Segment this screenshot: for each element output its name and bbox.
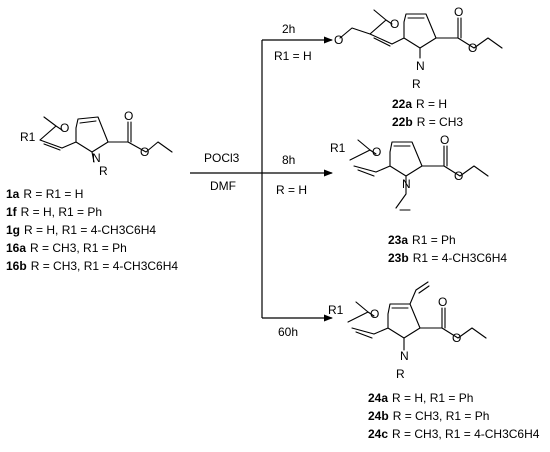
o-atom: O	[370, 307, 379, 321]
compound-desc: R = R1 = H	[23, 187, 83, 201]
compound-desc: R = H, R1 = Ph	[21, 205, 102, 219]
compound-id: 24b	[368, 409, 389, 423]
n-atom: N	[416, 59, 425, 73]
n-atom: N	[92, 151, 101, 165]
product-22-structure: O O O O N R	[334, 5, 503, 91]
o-atom: O	[140, 145, 149, 159]
compound-desc: R1 = 4-CH3C6H4	[413, 251, 508, 265]
o-atom: O	[438, 295, 447, 309]
branch-time-1: 2h	[282, 22, 295, 36]
compound-id: 23a	[388, 233, 408, 247]
compound-desc: R = H	[416, 97, 447, 111]
compound-id: 22a	[392, 97, 412, 111]
product-23-structure: O O O N R1	[330, 133, 489, 211]
svg-text:1gR = H, R1 = 4-CH3C6H4: 1g R = H, R1 = 4-CH3C6H4	[6, 223, 156, 237]
product-24-structure: O O O N R R1	[328, 281, 487, 381]
o-atom: O	[372, 145, 381, 159]
r-atom: R	[99, 164, 108, 178]
product-23-legend: 23a R1 = Ph 23b R1 = 4-CH3C6H4	[388, 233, 507, 265]
svg-text:1fR = H, R1 = Ph: 1fR = H, R1 = Ph	[6, 205, 102, 219]
compound-id: 1f	[6, 205, 18, 219]
n-atom: N	[402, 177, 411, 191]
o-atom: O	[440, 133, 449, 147]
n-atom: N	[400, 349, 409, 363]
compound-desc: R = H, R1 = 4-CH3C6H4	[24, 223, 156, 237]
r1-atom: R1	[328, 303, 344, 317]
compound-desc: R = CH3, R1 = 4-CH3C6H4	[392, 427, 540, 441]
r1-atom: R1	[330, 141, 346, 155]
reagent-above: POCl3	[204, 151, 240, 165]
compound-id: 1g	[6, 223, 20, 237]
compound-id: 16b	[6, 259, 27, 273]
o-atom: O	[60, 121, 69, 135]
o-atom: O	[454, 169, 463, 183]
starting-material-structure: O O O N R R1	[20, 109, 173, 178]
compound-desc: R1 = Ph	[412, 233, 456, 247]
branch-condition-2: R = H	[276, 183, 307, 197]
branch-time-2: 8h	[282, 153, 295, 167]
r-atom: R	[396, 367, 405, 381]
r-atom: R	[412, 77, 421, 91]
svg-text:1aR = R1 = H: 1aR = R1 = H	[6, 187, 83, 201]
compound-id: 24a	[368, 391, 388, 405]
branch-condition-1: R1 = H	[274, 49, 312, 63]
o-atom: O	[334, 33, 343, 47]
o-atom: O	[390, 17, 399, 31]
o-atom: O	[468, 41, 477, 55]
compound-desc: R = CH3, R1 = Ph	[393, 409, 490, 423]
compound-desc: R = CH3	[417, 115, 464, 129]
reagent-below: DMF	[210, 179, 236, 193]
r1-atom: R1	[20, 130, 36, 144]
reaction-arrows	[190, 36, 333, 322]
compound-id: 1a	[6, 187, 20, 201]
compound-id: 22b	[392, 115, 413, 129]
compound-desc: R = CH3, R1 = Ph	[30, 241, 127, 255]
branch-time-3: 60h	[278, 325, 298, 339]
product-24-legend: 24a R = H, R1 = Ph 24b R = CH3, R1 = Ph 24…	[368, 391, 540, 441]
compound-id: 23b	[388, 251, 409, 265]
product-22-legend: 22a R = H 22b R = CH3	[392, 97, 463, 129]
compound-id: 24c	[368, 427, 388, 441]
compound-desc: R = H, R1 = Ph	[392, 391, 473, 405]
o-atom: O	[124, 109, 133, 123]
compound-id: 16a	[6, 241, 26, 255]
compound-desc: R = CH3, R1 = 4-CH3C6H4	[31, 259, 179, 273]
o-atom: O	[452, 331, 461, 345]
o-atom: O	[454, 5, 463, 19]
